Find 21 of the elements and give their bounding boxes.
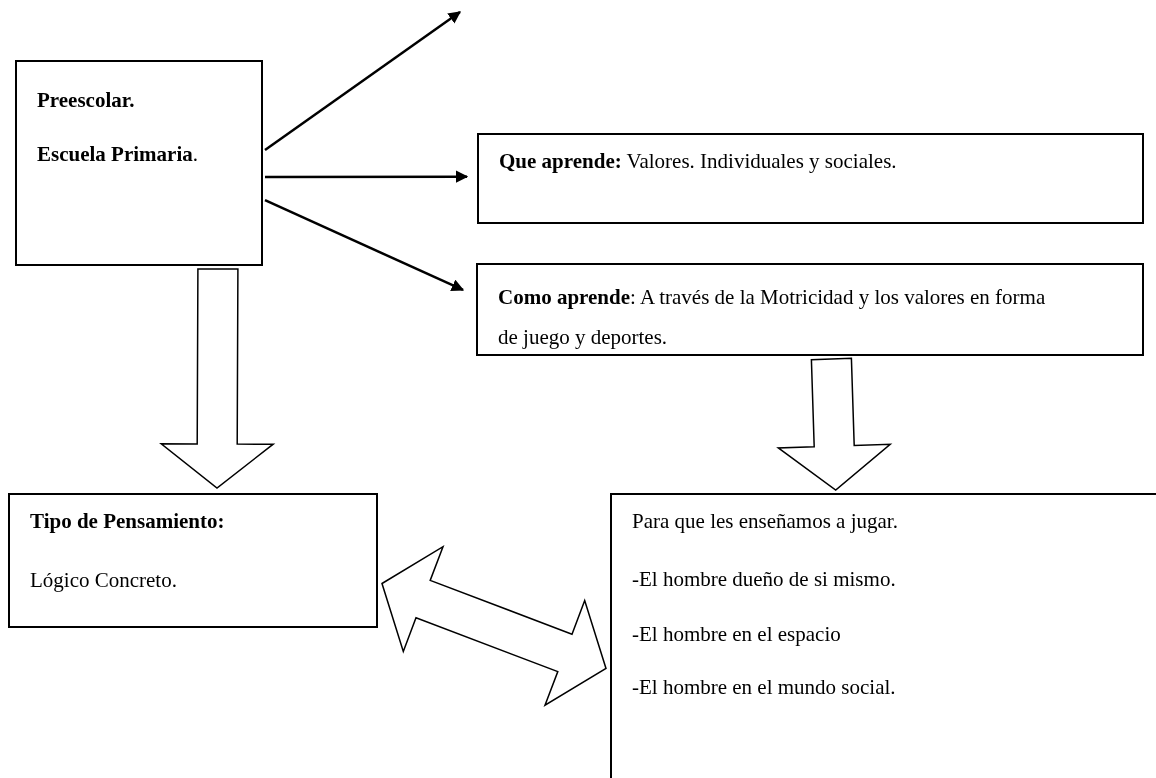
heading-text: Tipo de Pensamiento: [30,509,225,534]
text-box [610,493,1156,778]
body-text: Escuela Primaria. [37,142,198,167]
body-text: -El hombre en el espacio [632,622,841,647]
double-block-arrow [381,544,607,707]
body-text: -El hombre en el mundo social. [632,675,896,700]
text-box [477,133,1144,224]
arrow [264,11,461,152]
body-text: Como aprende: A través de la Motricidad y los valores en forma de juego y deportes. [498,284,1047,351]
arrow [264,198,465,292]
arrow [265,170,469,183]
body-text: Que aprende: Valores. Individuales y sociales. [499,149,897,174]
block-arrow [776,357,893,491]
body-text: -El hombre dueño de si mismo. [632,567,896,592]
heading-text: Para que les enseñamos a jugar. [632,509,898,534]
text-box [8,493,378,628]
text-box [15,60,263,266]
block-arrow [159,268,276,489]
text-box [476,263,1144,356]
body-text: Lógico Concreto. [30,568,177,593]
heading-text: Preescolar. [37,88,135,113]
